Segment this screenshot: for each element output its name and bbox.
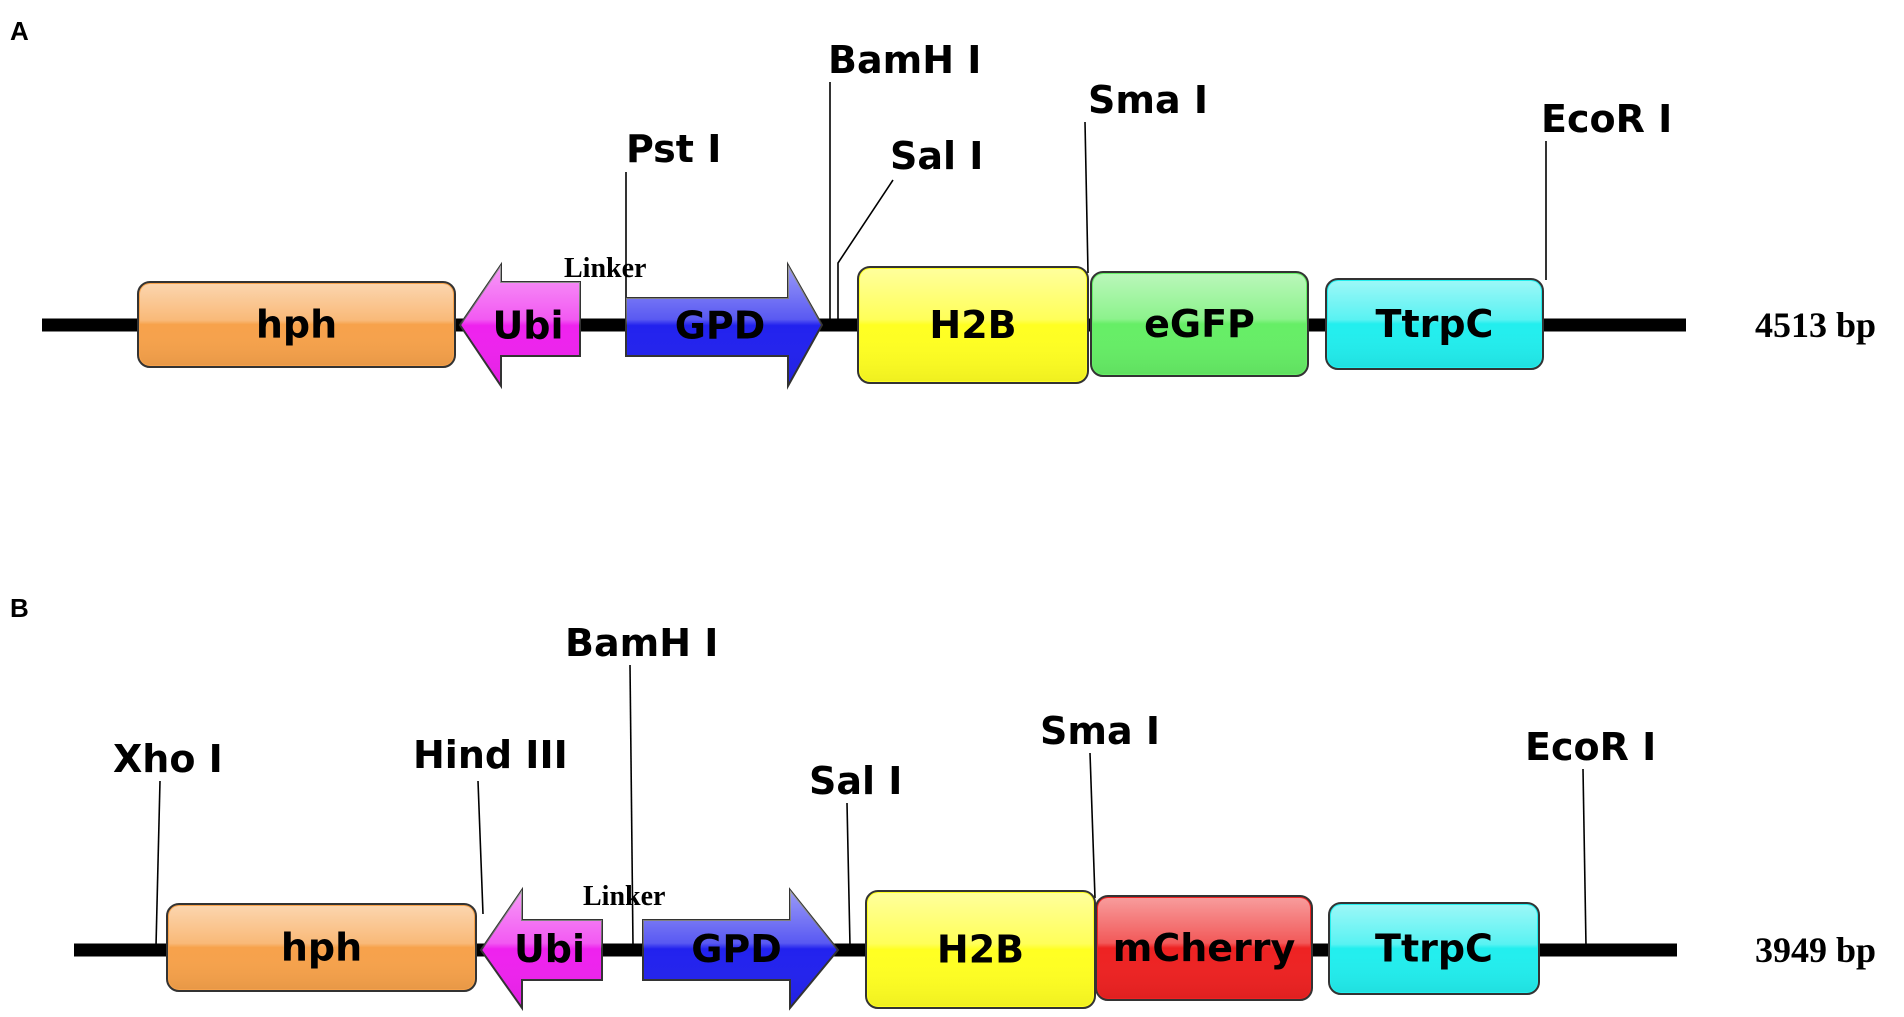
feature-label-hph: hph xyxy=(256,303,337,347)
feature-gloss xyxy=(626,265,822,386)
construct-size-label: 4513 bp xyxy=(1755,305,1876,345)
site-label-ecor-i: EcoR I xyxy=(1541,97,1672,141)
panel-letter: A xyxy=(10,16,29,46)
feature-ttrpc: TtrpC xyxy=(1328,902,1540,995)
feature-gloss xyxy=(1093,274,1306,374)
site-line-sal-i xyxy=(846,802,851,947)
feature-gloss xyxy=(868,893,1093,1006)
site-label-pst-i: Pst I xyxy=(626,127,721,171)
feature-gloss xyxy=(1328,281,1541,367)
feature-ubi: Ubi xyxy=(458,261,581,390)
site-line-xho-i xyxy=(155,780,161,947)
feature-label-gpd: GPD xyxy=(675,304,766,348)
feature-label-ttrpc: TtrpC xyxy=(1375,927,1493,971)
feature-gloss xyxy=(643,890,838,1008)
site-line-ecor-i xyxy=(1582,768,1587,947)
feature-h2b: H2B xyxy=(857,266,1089,384)
feature-gloss xyxy=(1331,905,1537,992)
panel-b: B Xho I Hind III BamH I Sal I Sma I EcoR I hph U… xyxy=(10,593,1876,1012)
linker-label: Linker xyxy=(583,881,665,912)
feature-egfp: eGFP xyxy=(1090,271,1309,377)
feature-gloss xyxy=(460,265,580,386)
feature-gloss xyxy=(140,284,453,365)
site-line-hind-iii xyxy=(477,780,484,915)
feature-label-mcherry: mCherry xyxy=(1113,926,1296,970)
feature-h2b: H2B xyxy=(865,890,1096,1009)
feature-label-ttrpc: TtrpC xyxy=(1376,302,1494,346)
site-label-xho-i: Xho I xyxy=(113,737,223,781)
feature-label-ubi: Ubi xyxy=(514,927,585,971)
feature-label-h2b: H2B xyxy=(929,303,1016,347)
site-label-sma-i: Sma I xyxy=(1088,78,1208,122)
feature-gpd: GPD xyxy=(642,887,840,1011)
feature-label-egfp: eGFP xyxy=(1144,302,1255,346)
site-label-bamh-i: BamH I xyxy=(565,621,718,665)
feature-label-ubi: Ubi xyxy=(492,304,563,348)
site-line-sma-i xyxy=(1084,121,1089,274)
site-label-sal-i: Sal I xyxy=(890,134,983,178)
site-label-sma-i: Sma I xyxy=(1040,709,1160,753)
panel-a: A Pst I BamH I Sal I Sma I EcoR I hph Ubi GPD H2B… xyxy=(10,16,1876,390)
feature-gloss xyxy=(860,269,1086,381)
feature-ubi: Ubi xyxy=(479,886,603,1012)
construct-size-label: 3949 bp xyxy=(1755,930,1876,970)
linker-label: Linker xyxy=(564,253,646,284)
site-label-ecor-i: EcoR I xyxy=(1525,725,1656,769)
site-line-sma-i xyxy=(1089,752,1096,899)
feature-mcherry: mCherry xyxy=(1095,895,1313,1001)
site-line-bamh-i xyxy=(629,664,634,947)
feature-gloss xyxy=(481,890,602,1008)
feature-ttrpc: TtrpC xyxy=(1325,278,1544,370)
site-label-hind-iii: Hind III xyxy=(413,733,568,777)
feature-label-gpd: GPD xyxy=(691,927,782,971)
site-label-sal-i: Sal I xyxy=(809,759,902,803)
feature-hph: hph xyxy=(166,903,477,992)
panel-letter: B xyxy=(10,593,29,623)
site-label-bamh-i: BamH I xyxy=(828,38,981,82)
feature-gloss xyxy=(1098,898,1310,998)
feature-gloss xyxy=(169,906,474,989)
feature-label-h2b: H2B xyxy=(937,928,1024,972)
feature-label-hph: hph xyxy=(281,926,362,970)
site-line-sal-i xyxy=(837,179,894,325)
feature-gpd: GPD xyxy=(625,261,824,390)
feature-hph: hph xyxy=(137,281,456,368)
